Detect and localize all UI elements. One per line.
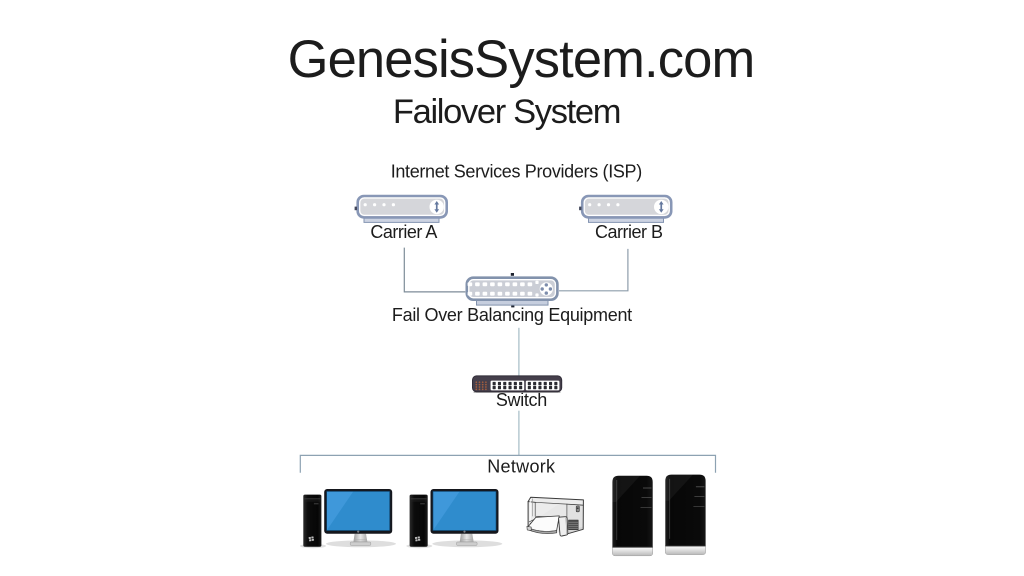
- svg-text:Carrier B: Carrier B: [595, 222, 663, 242]
- svg-text:Carrier A: Carrier A: [370, 222, 437, 242]
- svg-text:Switch: Switch: [496, 390, 547, 410]
- svg-text:Internet Services Providers (I: Internet Services Providers (ISP): [391, 162, 642, 182]
- svg-text:Fail Over Balancing Equipment: Fail Over Balancing Equipment: [392, 305, 632, 325]
- svg-text:GenesisSystem.com: GenesisSystem.com: [288, 30, 755, 89]
- svg-text:Network: Network: [487, 457, 556, 477]
- svg-text:Failover System: Failover System: [393, 93, 620, 131]
